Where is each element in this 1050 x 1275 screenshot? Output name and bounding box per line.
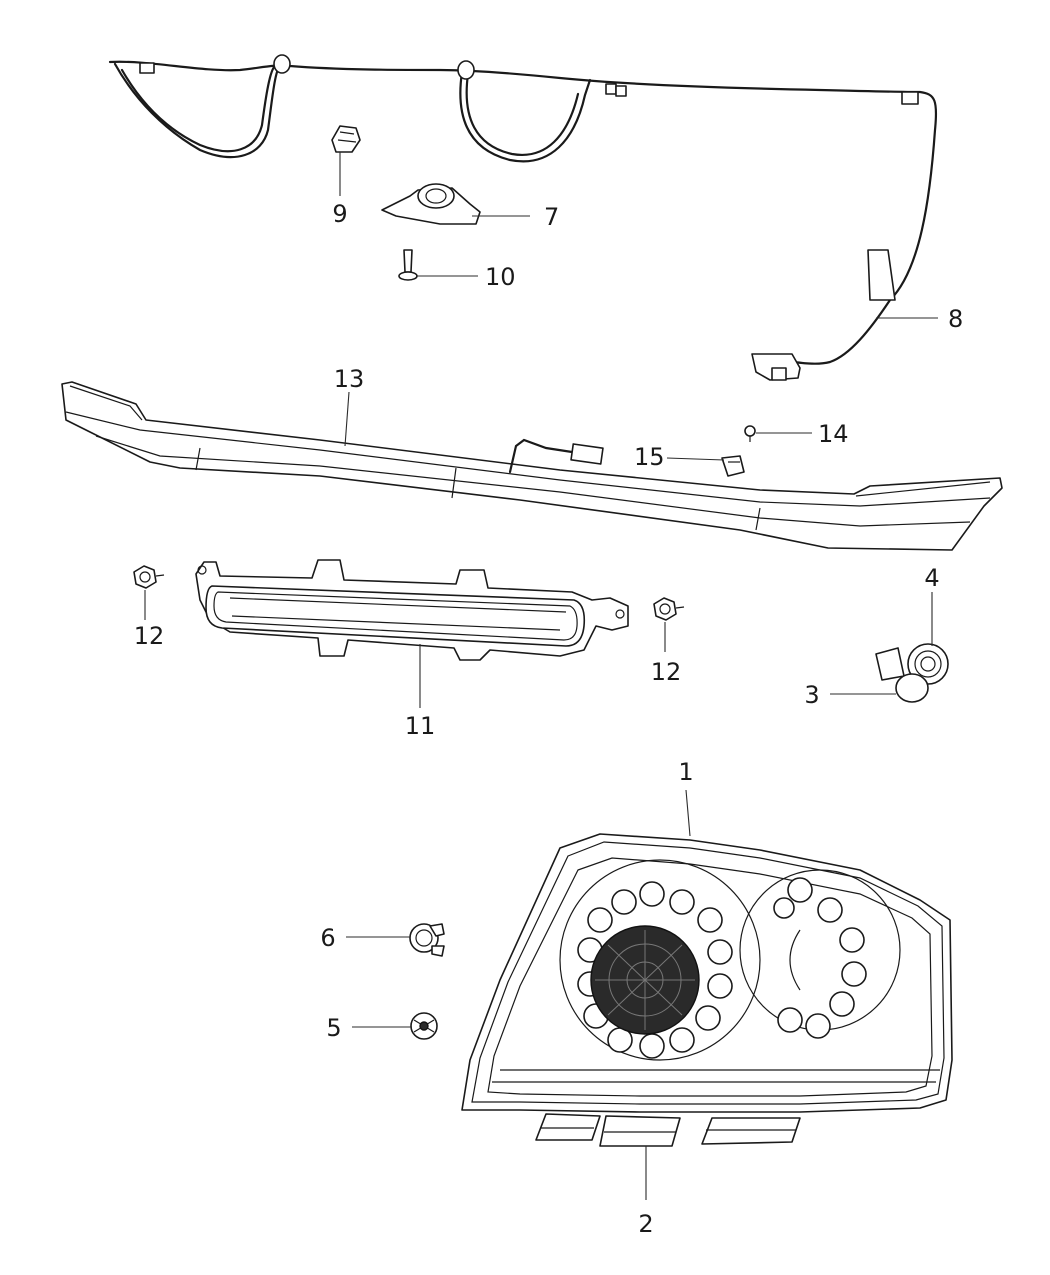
socket-part-4	[875, 647, 905, 681]
callout-15: 15	[634, 443, 665, 471]
bulb-part-9	[331, 125, 361, 153]
socket-bulb-parts-3-4	[875, 643, 949, 703]
callout-2: 2	[638, 1210, 653, 1238]
harness-connector-latch	[771, 367, 787, 381]
callout-10: 10	[485, 263, 516, 291]
callout-12-right: 12	[651, 658, 682, 686]
callout-6: 6	[320, 924, 335, 952]
applique-panel-part-13	[61, 381, 1003, 551]
screw-part-10	[398, 249, 418, 281]
harness-clip-2	[605, 83, 617, 95]
leader-lines	[144, 152, 938, 1200]
callout-14: 14	[818, 420, 849, 448]
wiring-harness-part-8	[108, 54, 938, 381]
led-cluster-right	[773, 877, 867, 1039]
socket-part-6	[409, 923, 445, 957]
harness-clip-4	[901, 91, 919, 105]
callout-8: 8	[948, 305, 963, 333]
license-lamp-part-7	[381, 183, 481, 225]
tail-lamp-part-1	[461, 833, 953, 1113]
callout-12-left: 12	[134, 622, 165, 650]
led-cluster-left	[577, 881, 733, 1059]
nut-part-12-right	[653, 597, 685, 621]
callout-7: 7	[544, 203, 559, 231]
screw-part-14	[744, 425, 756, 442]
callout-11: 11	[405, 712, 436, 740]
nut-part-12-left	[133, 565, 165, 589]
socket-part-5	[410, 1012, 438, 1040]
clip-part-15	[721, 455, 745, 477]
callout-labels: 9 7 10 8 13 14 15 12 12 11 4 3 1 6 5 2	[134, 200, 964, 1238]
callout-5: 5	[326, 1014, 341, 1042]
harness-grommet-1	[273, 54, 291, 74]
callout-1: 1	[678, 758, 693, 786]
mounting-tabs-part-2	[535, 1113, 801, 1147]
callout-4: 4	[924, 564, 939, 592]
bulb-part-3	[895, 673, 929, 703]
harness-clip-1	[139, 62, 155, 74]
harness-connector	[751, 353, 801, 381]
callout-13: 13	[334, 365, 365, 393]
stop-lamp-part-11	[195, 559, 629, 661]
harness-clip-3	[615, 85, 627, 97]
harness-grommet-2	[457, 60, 475, 80]
callout-9: 9	[332, 200, 347, 228]
center-lens	[590, 925, 700, 1035]
applique-connector	[570, 443, 604, 465]
harness-sleeve	[867, 249, 896, 301]
callout-3: 3	[804, 681, 819, 709]
